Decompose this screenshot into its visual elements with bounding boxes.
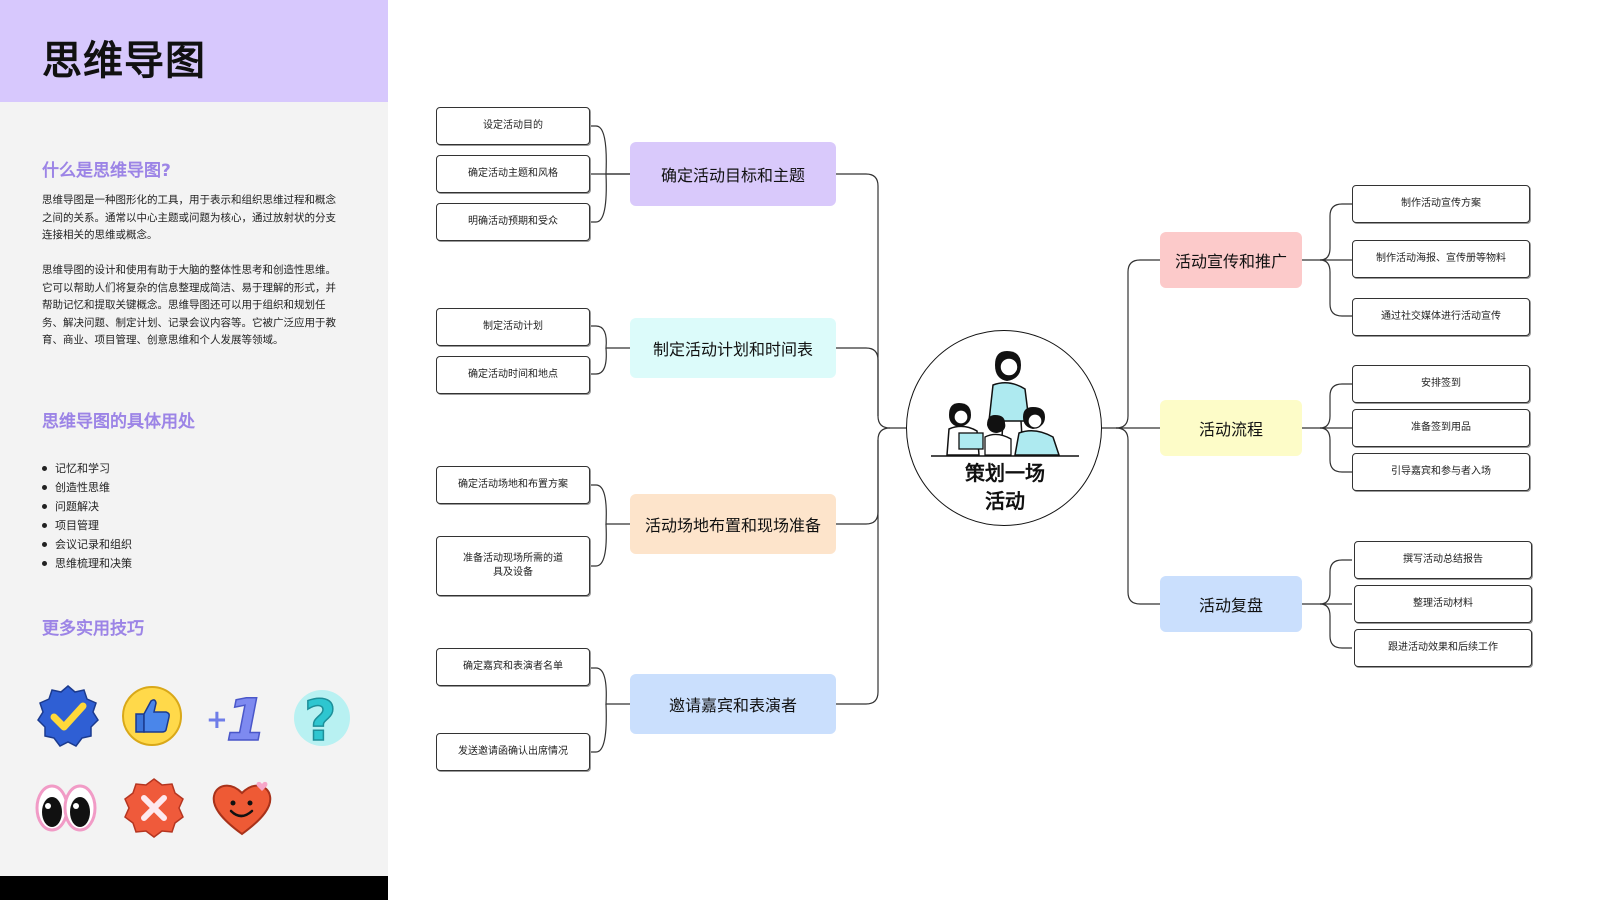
leaf-node[interactable]: 确定嘉宾和表演者名单 bbox=[436, 648, 590, 686]
branch-node-planning[interactable]: 制定活动计划和时间表 bbox=[630, 318, 836, 378]
plus-one-icon: + 1 bbox=[206, 685, 266, 748]
smiling-heart-icon bbox=[212, 781, 272, 836]
list-item: 问题解决 bbox=[42, 497, 132, 516]
leaf-node[interactable]: 通过社交媒体进行活动宣传 bbox=[1352, 298, 1530, 336]
list-item: 记忆和学习 bbox=[42, 459, 132, 478]
list-item: 创造性思维 bbox=[42, 478, 132, 497]
leaf-node[interactable]: 引导嘉宾和参与者入场 bbox=[1352, 453, 1530, 491]
list-item: 项目管理 bbox=[42, 516, 132, 535]
leaf-node[interactable]: 跟进活动效果和后续工作 bbox=[1354, 629, 1532, 667]
list-item: 思维梳理和决策 bbox=[42, 554, 132, 573]
leaf-node[interactable]: 撰写活动总结报告 bbox=[1354, 541, 1532, 579]
branch-node-review[interactable]: 活动复盘 bbox=[1160, 576, 1302, 632]
thumbs-up-icon bbox=[122, 686, 182, 746]
x-mark-badge-icon bbox=[124, 778, 184, 838]
definition-paragraph: 思维导图是一种图形化的工具，用于表示和组织思维过程和概念之间的关系。通常以中心主… bbox=[42, 194, 336, 241]
uses-list: 记忆和学习 创造性思维 问题解决 项目管理 会议记录和组织 思维梳理和决策 bbox=[42, 459, 132, 573]
page-title: 思维导图 bbox=[42, 38, 206, 84]
eyes-icon bbox=[35, 784, 97, 832]
benefit-paragraph: 思维导图的设计和使用有助于大脑的整体性思考和创造性思维。它可以帮助人们将复杂的信… bbox=[42, 264, 336, 346]
leaf-node[interactable]: 准备签到用品 bbox=[1352, 409, 1530, 447]
svg-text:?: ? bbox=[304, 689, 336, 748]
central-topic-node[interactable]: 策划一场活动 bbox=[906, 330, 1102, 526]
leaf-node[interactable]: 发送邀请函确认出席情况 bbox=[436, 733, 590, 771]
leaf-node[interactable]: 确定活动时间和地点 bbox=[436, 356, 590, 394]
leaf-node[interactable]: 制定活动计划 bbox=[436, 308, 590, 346]
leaf-node[interactable]: 明确活动预期和受众 bbox=[436, 203, 590, 241]
section-heading-tips: 更多实用技巧 bbox=[42, 619, 144, 639]
branch-node-venue[interactable]: 活动场地布置和现场准备 bbox=[630, 494, 836, 554]
leaf-node[interactable]: 确定活动场地和布置方案 bbox=[436, 466, 590, 504]
section-heading-uses: 思维导图的具体用处 bbox=[42, 412, 195, 432]
branch-node-promotion[interactable]: 活动宣传和推广 bbox=[1160, 232, 1302, 288]
leaf-node[interactable]: 准备活动现场所需的道具及设备 bbox=[436, 536, 590, 596]
leaf-node[interactable]: 安排签到 bbox=[1352, 365, 1530, 403]
sidebar-bottom-bar bbox=[0, 876, 388, 900]
sidebar-header: 思维导图 bbox=[0, 0, 388, 102]
leaf-node[interactable]: 设定活动目的 bbox=[436, 107, 590, 145]
leaf-node[interactable]: 制作活动海报、宣传册等物料 bbox=[1352, 240, 1530, 278]
leaf-node[interactable]: 确定活动主题和风格 bbox=[436, 155, 590, 193]
branch-node-guests[interactable]: 邀请嘉宾和表演者 bbox=[630, 674, 836, 734]
leaf-node[interactable]: 制作活动宣传方案 bbox=[1352, 185, 1530, 223]
leaf-node[interactable]: 整理活动材料 bbox=[1354, 585, 1532, 623]
question-mark-icon: ? bbox=[294, 688, 350, 748]
list-item: 会议记录和组织 bbox=[42, 535, 132, 554]
section-heading-what-is: 什么是思维导图? bbox=[42, 161, 171, 181]
branch-node-process[interactable]: 活动流程 bbox=[1160, 400, 1302, 456]
svg-text:+: + bbox=[206, 705, 228, 735]
checkmark-badge-icon bbox=[37, 685, 99, 747]
people-illustration bbox=[931, 351, 1079, 457]
branch-node-goals[interactable]: 确定活动目标和主题 bbox=[630, 142, 836, 206]
sidebar: 思维导图 什么是思维导图? 思维导图是一种图形化的工具，用于表示和组织思维过程和… bbox=[0, 0, 388, 900]
svg-text:1: 1 bbox=[226, 686, 266, 748]
central-topic-label: 策划一场活动 bbox=[965, 461, 1045, 513]
